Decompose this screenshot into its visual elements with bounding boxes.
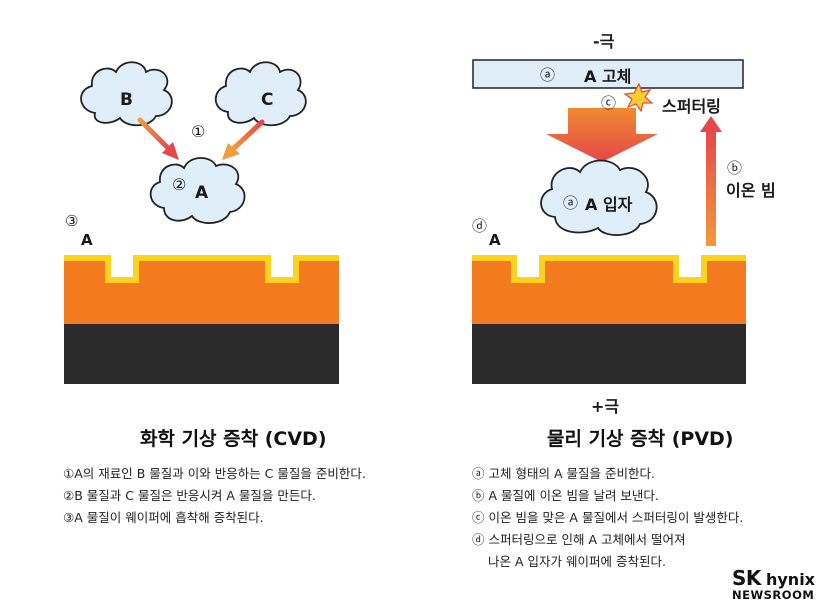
particles-marker: ⓐ [563, 194, 579, 212]
sk-hynix-newsroom-logo: SK hynix NEWSROOM [732, 566, 815, 602]
pvd-step-c: ⓒ 이온 빔을 맞은 A 물질에서 스퍼터링이 발생한다. [472, 510, 744, 525]
arrow-c-to-a [222, 119, 265, 160]
cvd-wafer-base [64, 324, 339, 384]
beam-label: 이온 빔 [726, 181, 776, 200]
anode-label: +극 [591, 397, 620, 416]
pvd-deposit-label: A [489, 231, 501, 249]
pvd-step-b: ⓑ A 물질에 이온 빔을 날려 보낸다. [472, 488, 659, 503]
logo-sk: SK [731, 566, 761, 590]
beam-marker: ⓑ [727, 159, 743, 177]
pvd-deposit-marker: ⓓ [472, 217, 488, 235]
step-1-marker: ① [191, 122, 206, 141]
cvd-deposit-film [64, 255, 339, 283]
particles-label: A 입자 [585, 195, 633, 214]
cathode-label: -극 [593, 32, 615, 51]
step-2-marker: ② [172, 175, 187, 194]
pvd-wafer-base [472, 324, 746, 384]
ion-beam-arrow [700, 116, 722, 246]
pvd-step-d-cont: 나온 A 입자가 웨이퍼에 증착된다. [488, 554, 666, 569]
sputter-spark-icon [623, 82, 654, 113]
cvd-deposit-label: A [81, 231, 93, 249]
cvd-step-1: ①A의 재료인 B 물질과 이와 반응하는 C 물질을 준비한다. [63, 466, 366, 481]
logo-hynix: hynix [765, 570, 815, 589]
target-label: A 고체 [584, 67, 632, 86]
pvd-step-a: ⓐ 고체 형태의 A 물질을 준비한다. [472, 466, 655, 481]
pvd-title: 물리 기상 증착 (PVD) [547, 428, 734, 450]
arrow-b-to-a [137, 117, 179, 160]
cloud-b-label: B [120, 90, 133, 110]
cvd-wafer-orange [64, 258, 339, 324]
step-3-marker: ③ [65, 212, 79, 230]
cloud-a-label: A [195, 183, 209, 203]
target-block [472, 59, 744, 89]
cvd-step-3: ③A 물질이 웨이퍼에 흡착해 증착된다. [63, 510, 264, 525]
cloud-b [80, 61, 173, 127]
cloud-c [214, 61, 307, 127]
cvd-title: 화학 기상 증착 (CVD) [140, 428, 327, 450]
cvd-step-2: ②B 물질과 C 물질은 반응시켜 A 물질을 만든다. [63, 488, 316, 503]
cloud-a-particles [540, 159, 658, 236]
cloud-a [149, 157, 246, 224]
sputter-marker: ⓒ [601, 94, 617, 112]
logo-newsroom: NEWSROOM [731, 588, 815, 602]
pvd-deposit-film [472, 255, 746, 283]
sputter-label: 스퍼터링 [662, 97, 721, 116]
pvd-step-d: ⓓ 스퍼터링으로 인해 A 고체에서 떨어져 [472, 532, 686, 547]
pvd-wafer-orange [472, 258, 746, 324]
target-marker: ⓐ [540, 66, 556, 84]
cloud-c-label: C [261, 90, 274, 110]
down-arrow [546, 108, 658, 162]
